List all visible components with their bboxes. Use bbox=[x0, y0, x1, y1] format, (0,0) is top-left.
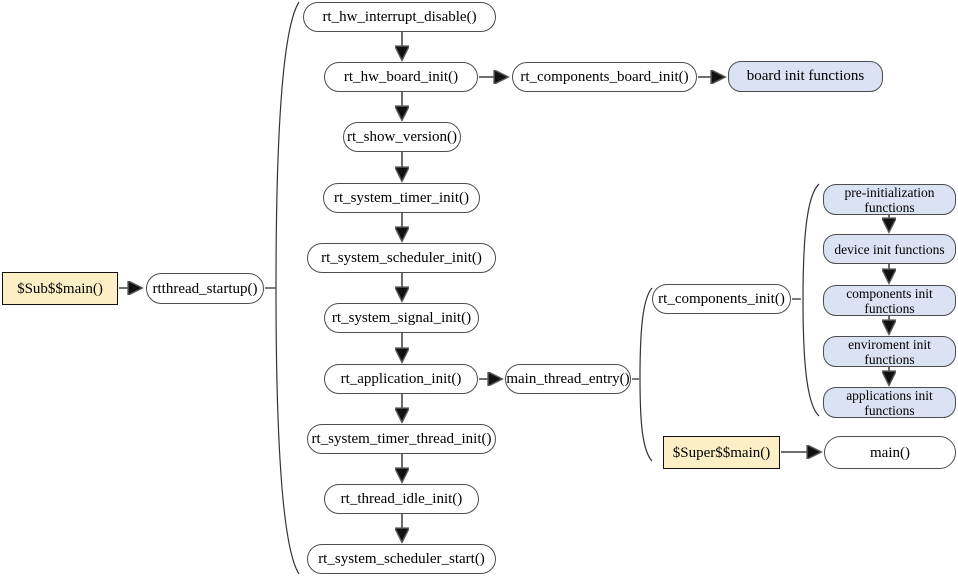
node-components-init-functions: components init functions bbox=[823, 285, 956, 316]
node-sub-main: $Sub$$main() bbox=[2, 272, 118, 305]
node-rt-system-scheduler-init: rt_system_scheduler_init() bbox=[307, 243, 496, 273]
node-rt-components-board-init: rt_components_board_init() bbox=[512, 62, 697, 92]
node-enviroment-init-functions: enviroment init functions bbox=[823, 336, 956, 367]
node-device-init-functions: device init functions bbox=[823, 234, 956, 264]
node-pre-initialization-functions: pre-initialization functions bbox=[823, 184, 956, 215]
node-main-thread-entry: main_thread_entry() bbox=[505, 364, 631, 394]
node-rt-components-init: rt_components_init() bbox=[652, 284, 791, 314]
node-rt-show-version: rt_show_version() bbox=[343, 122, 461, 152]
node-board-init-functions: board init functions bbox=[728, 61, 883, 92]
node-rt-system-scheduler-start: rt_system_scheduler_start() bbox=[307, 544, 496, 574]
node-rtthread-startup: rtthread_startup() bbox=[146, 273, 264, 304]
node-rt-application-init: rt_application_init() bbox=[324, 364, 478, 394]
startup-brace bbox=[275, 1, 300, 575]
node-rt-hw-board-init: rt_hw_board_init() bbox=[324, 62, 478, 92]
main-thread-brace bbox=[639, 287, 653, 462]
node-main: main() bbox=[824, 436, 956, 469]
node-rt-system-signal-init: rt_system_signal_init() bbox=[324, 303, 479, 333]
node-rt-hw-interrupt-disable: rt_hw_interrupt_disable() bbox=[303, 2, 496, 32]
node-applications-init-functions: applications init functions bbox=[823, 387, 956, 418]
components-init-brace bbox=[802, 183, 820, 417]
node-rt-thread-idle-init: rt_thread_idle_init() bbox=[324, 484, 479, 514]
node-rt-system-timer-init: rt_system_timer_init() bbox=[323, 183, 480, 213]
node-super-main: $Super$$main() bbox=[663, 436, 780, 469]
node-rt-system-timer-thread-init: rt_system_timer_thread_init() bbox=[307, 424, 496, 454]
